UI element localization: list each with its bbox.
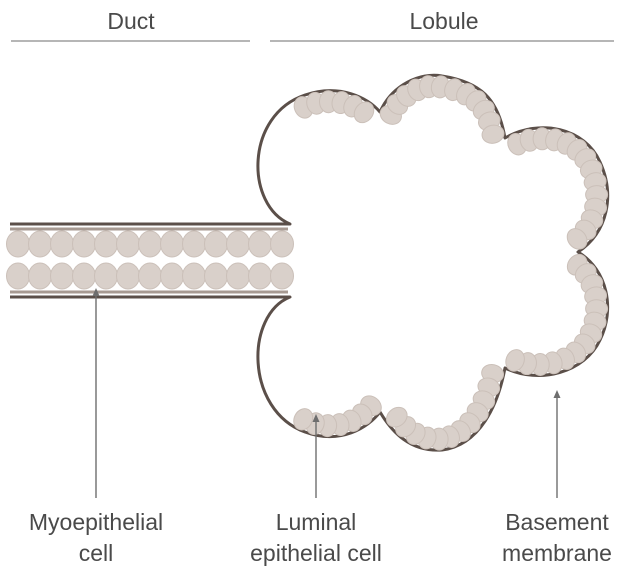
duct-cell xyxy=(161,263,184,289)
duct-cell xyxy=(73,231,96,257)
duct-cell xyxy=(29,263,52,289)
luminal-label-line2: epithelial cell xyxy=(250,540,382,566)
duct-cell xyxy=(249,263,272,289)
myoepithelial-label-line2: cell xyxy=(79,540,114,566)
duct-cell xyxy=(95,263,118,289)
duct-cell xyxy=(29,231,52,257)
basement-membrane xyxy=(10,75,608,450)
duct-cell xyxy=(249,231,272,257)
duct-cell xyxy=(95,231,118,257)
duct-header: Duct xyxy=(107,8,155,34)
duct-cell xyxy=(51,231,74,257)
duct-cell xyxy=(205,231,228,257)
duct-cell xyxy=(205,263,228,289)
duct-cell xyxy=(117,231,140,257)
myoepithelial-label-line1: Myoepithelial xyxy=(29,509,163,535)
basement-label-line2: membrane xyxy=(502,540,612,566)
duct-cell xyxy=(271,231,294,257)
basement-pointer-head xyxy=(554,390,561,398)
duct-cell xyxy=(51,263,74,289)
duct-cell xyxy=(227,263,250,289)
duct-cell xyxy=(73,263,96,289)
duct-cell xyxy=(117,263,140,289)
duct-cell xyxy=(183,231,206,257)
duct-cell xyxy=(139,231,162,257)
duct-cell xyxy=(7,231,30,257)
basement-label-line1: Basement xyxy=(505,509,609,535)
duct-cell xyxy=(139,263,162,289)
duct-cell xyxy=(183,263,206,289)
lobule-header: Lobule xyxy=(409,8,478,34)
duct-cell xyxy=(7,263,30,289)
duct-cell xyxy=(271,263,294,289)
luminal-label-line1: Luminal xyxy=(276,509,357,535)
duct-cell xyxy=(161,231,184,257)
duct-cell xyxy=(227,231,250,257)
